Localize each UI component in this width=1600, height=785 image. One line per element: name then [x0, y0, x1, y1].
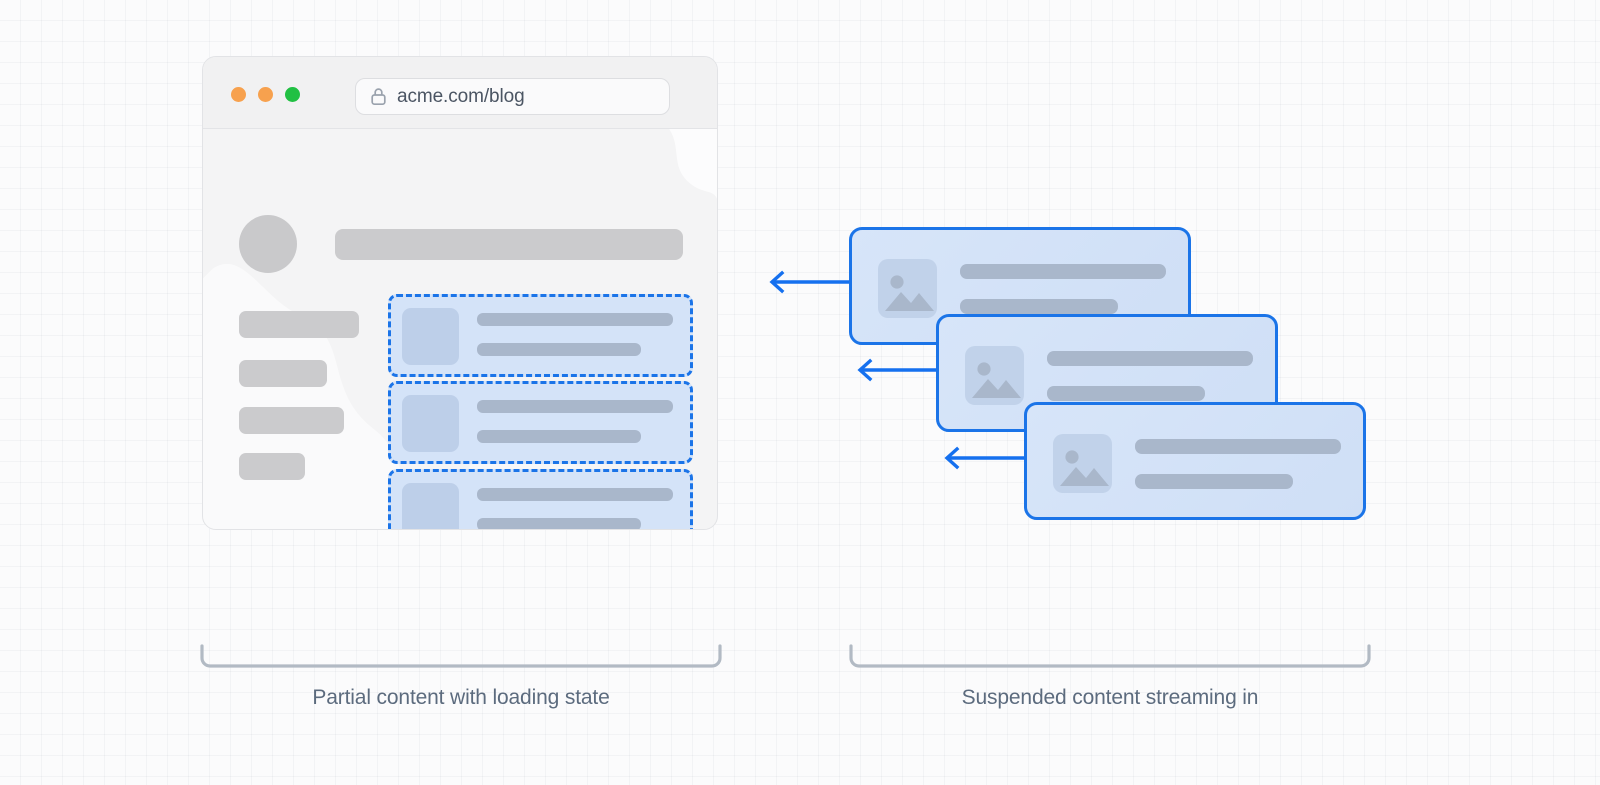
image-icon	[1060, 450, 1109, 486]
browser-page-content	[203, 129, 717, 529]
image-icon	[972, 362, 1021, 398]
arrow-1	[769, 270, 854, 294]
side-bar-3	[239, 407, 344, 434]
lock-icon	[371, 88, 386, 106]
side-bar-2	[239, 360, 327, 387]
image-placeholder	[402, 395, 459, 452]
text-line-2	[1047, 386, 1205, 401]
url-bar[interactable]: acme.com/blog	[355, 78, 670, 115]
image-placeholder	[402, 308, 459, 365]
stream-card-3[interactable]	[1024, 402, 1366, 520]
dashed-card-1[interactable]	[388, 294, 693, 377]
text-line-1	[477, 400, 673, 413]
image-icon	[885, 275, 934, 311]
text-line-2	[477, 518, 641, 529]
text-line-1	[477, 313, 673, 326]
header-bar-skeleton	[335, 229, 683, 260]
dashed-card-2[interactable]	[388, 381, 693, 464]
text-line-1	[960, 264, 1166, 279]
caption-left: Partial content with loading state	[312, 686, 610, 709]
image-thumbnail	[878, 259, 937, 318]
close-dot[interactable]	[231, 87, 246, 102]
arrow-3	[944, 446, 1029, 470]
image-thumbnail	[1053, 434, 1112, 493]
side-bar-1	[239, 311, 359, 338]
text-line-2	[477, 430, 641, 443]
image-thumbnail	[965, 346, 1024, 405]
text-line-2	[477, 343, 641, 356]
url-text: acme.com/blog	[397, 86, 525, 107]
text-line-1	[477, 488, 673, 501]
traffic-lights	[231, 87, 300, 102]
bracket-right	[849, 644, 1371, 668]
text-line-1	[1135, 439, 1341, 454]
side-bar-4	[239, 453, 305, 480]
minimize-dot[interactable]	[258, 87, 273, 102]
caption-right: Suspended content streaming in	[961, 686, 1259, 709]
arrow-2	[857, 358, 942, 382]
browser-title-bar: acme.com/blog	[203, 57, 717, 129]
maximize-dot[interactable]	[285, 87, 300, 102]
text-line-2	[1135, 474, 1293, 489]
text-line-2	[960, 299, 1118, 314]
avatar	[239, 215, 297, 273]
bracket-left	[200, 644, 722, 668]
browser-window: acme.com/blog	[202, 56, 718, 530]
text-line-1	[1047, 351, 1253, 366]
image-placeholder	[402, 483, 459, 529]
dashed-card-3[interactable]	[388, 469, 693, 529]
